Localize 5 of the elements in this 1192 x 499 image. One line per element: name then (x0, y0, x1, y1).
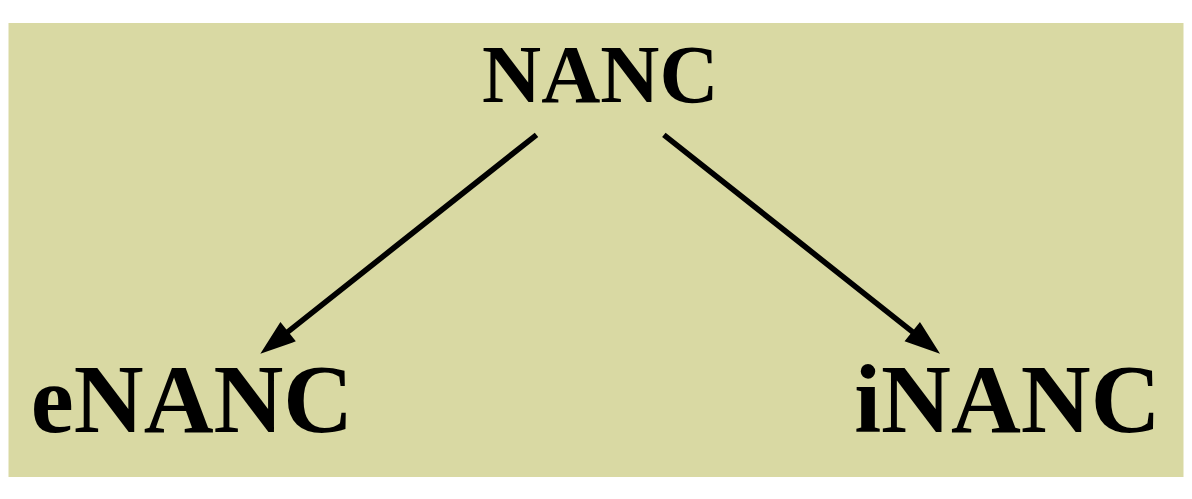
node-text: iNANC (854, 345, 1161, 453)
arrow (260, 132, 539, 354)
node-text: eNANC (30, 345, 354, 453)
arrow (662, 132, 941, 354)
node-text: NANC (482, 28, 719, 120)
